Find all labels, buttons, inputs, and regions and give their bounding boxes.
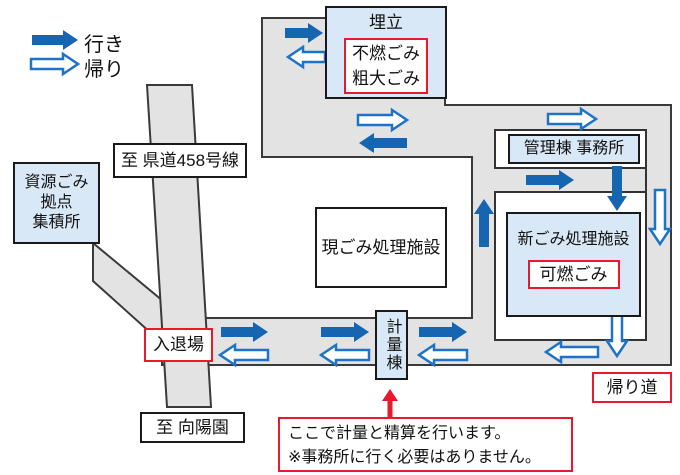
return-road-box: 帰り道 xyxy=(592,372,672,403)
return-arrow xyxy=(285,44,327,70)
note-line1: ここで計量と精算を行います。 xyxy=(288,425,511,442)
recycle-depot-line3: 集積所 xyxy=(32,214,81,231)
return-arrow xyxy=(543,339,600,365)
going-arrow xyxy=(359,133,407,153)
weighing-station-box: 計量棟 xyxy=(375,310,408,380)
return-arrow xyxy=(647,188,673,247)
legend-going-label: 行き xyxy=(84,34,124,56)
going-arrow xyxy=(607,166,627,211)
return-arrow xyxy=(356,107,410,133)
return-arrow xyxy=(217,342,270,368)
legend-return-label: 帰り xyxy=(84,59,124,81)
going-arrow xyxy=(419,322,467,342)
legend-return-arrow xyxy=(29,51,81,77)
legend-going-arrow xyxy=(32,30,78,50)
return-arrow xyxy=(604,313,630,359)
landfill-box: 埋立 不燃ごみ 粗大ごみ xyxy=(325,6,447,99)
landfill-waste-types-box: 不燃ごみ 粗大ごみ xyxy=(344,38,428,95)
to-koyoen-box: 至 向陽園 xyxy=(140,412,245,443)
going-arrow xyxy=(474,199,494,247)
admin-office-box: 管理棟 事務所 xyxy=(508,134,640,164)
recycle-depot-box: 資源ごみ 拠点 集積所 xyxy=(13,162,100,244)
going-arrow xyxy=(526,170,574,190)
return-arrow xyxy=(318,342,371,368)
note-line2: ※事務所に行く必要はありません。 xyxy=(288,449,541,466)
going-arrow xyxy=(221,322,268,342)
new-plant-box: 新ごみ処理施設 可燃ごみ xyxy=(506,212,641,317)
going-arrow xyxy=(321,322,369,342)
new-plant-label: 新ごみ処理施設 xyxy=(517,231,630,248)
burnable-box: 可燃ごみ xyxy=(527,260,620,290)
weighing-note-box: ここで計量と精算を行います。 ※事務所に行く必要はありません。 xyxy=(278,417,573,472)
recycle-depot-line2: 拠点 xyxy=(40,194,73,211)
to-route458-box: 至 県道458号線 xyxy=(113,143,247,178)
going-arrow xyxy=(285,23,323,43)
entry-exit-box: 入退場 xyxy=(144,328,213,362)
weighing-pointer-arrow xyxy=(382,389,398,417)
recycle-depot-line1: 資源ごみ xyxy=(24,174,89,191)
return-arrow xyxy=(546,106,599,132)
return-arrow xyxy=(416,342,469,368)
bulky-label: 粗大ごみ xyxy=(352,69,420,89)
current-plant-box: 現ごみ処理施設 xyxy=(315,207,447,288)
nonburnable-label: 不燃ごみ xyxy=(352,44,420,64)
landfill-label: 埋立 xyxy=(369,13,403,32)
